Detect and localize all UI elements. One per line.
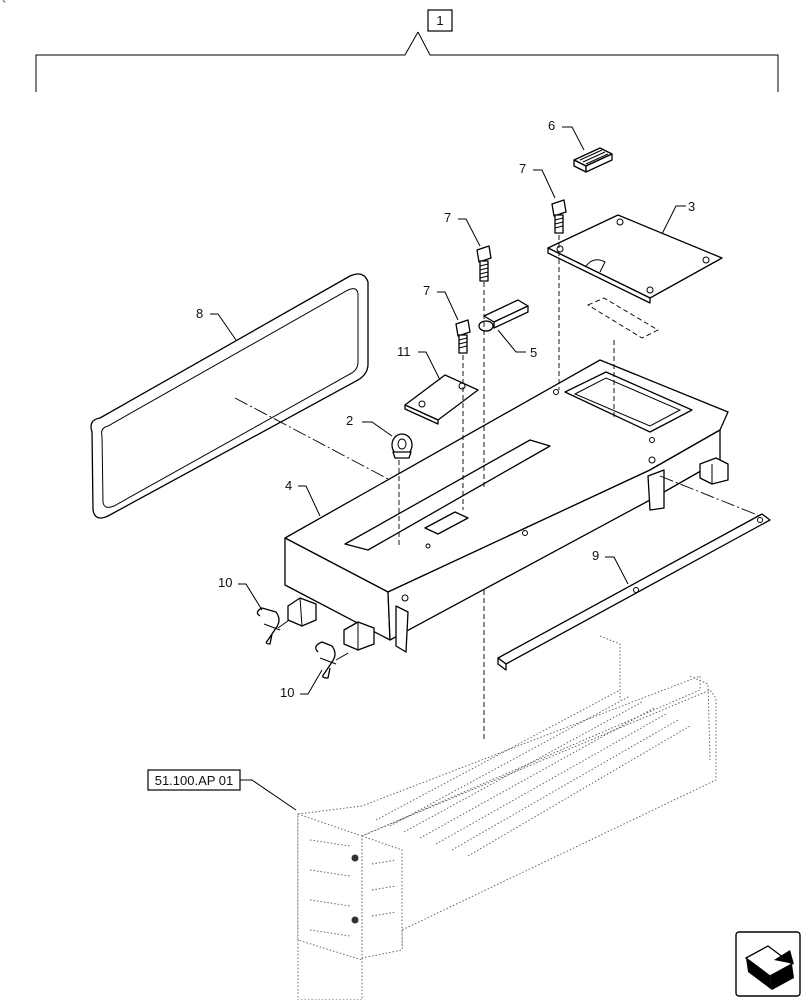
svg-text:2: 2 [346, 413, 353, 428]
heater-core-reference[interactable] [297, 635, 717, 1000]
reference-callout-box[interactable]: 51.100.AP 01 [147, 769, 241, 791]
gasket-part-8[interactable] [90, 273, 369, 519]
svg-text:7: 7 [519, 161, 526, 176]
svg-text:9: 9 [592, 548, 599, 563]
callout-7-left: 7 [423, 283, 459, 321]
callout-7-right: 7 [519, 161, 556, 199]
clip-part-5[interactable] [478, 299, 529, 332]
svg-text:7: 7 [444, 210, 451, 225]
bracket-part-11[interactable] [404, 374, 479, 425]
callout-7-middle: 7 [444, 210, 481, 247]
clip-part-10-upper[interactable] [256, 607, 281, 645]
eyebolt-part-2[interactable] [391, 433, 413, 459]
bar-part-9[interactable] [497, 513, 771, 671]
callout-5: 5 [497, 329, 537, 360]
clip-part-10-lower[interactable] [315, 641, 337, 679]
foot-block-lower[interactable] [343, 621, 375, 651]
foot-block-upper[interactable] [287, 597, 317, 627]
housing-part-4[interactable] [284, 359, 729, 653]
svg-text:3: 3 [688, 199, 695, 214]
grommet-part-6[interactable] [573, 147, 613, 173]
svg-text:8: 8 [196, 306, 203, 321]
callout-2: 2 [346, 413, 393, 437]
callout-10-lower: 10 [280, 669, 323, 700]
callout-4: 4 [285, 478, 321, 517]
svg-text:6: 6 [548, 118, 555, 133]
svg-text:10: 10 [280, 685, 294, 700]
screw-part-7-right[interactable] [551, 199, 567, 234]
svg-text:10: 10 [218, 575, 232, 590]
callout-9: 9 [592, 548, 629, 585]
reference-callout-label: 51.100.AP 01 [155, 773, 234, 788]
next-page-arrow-icon[interactable] [735, 931, 801, 997]
callout-11: 11 [397, 344, 441, 381]
corner-mark: ` [2, 0, 6, 13]
screw-part-7-middle[interactable] [476, 245, 492, 282]
svg-text:7: 7 [423, 283, 430, 298]
assembly-callout-label: 1 [436, 13, 443, 28]
callout-6: 6 [548, 118, 585, 151]
assembly-bracket [35, 31, 779, 92]
assembly-callout-box[interactable]: 1 [427, 9, 453, 32]
callout-10-upper: 10 [218, 575, 263, 611]
svg-text:4: 4 [285, 478, 292, 493]
callout-3: 3 [661, 199, 695, 235]
hidden-seal-strip [587, 297, 659, 339]
callout-8: 8 [196, 306, 237, 341]
foot-right[interactable] [699, 457, 729, 485]
svg-text:5: 5 [530, 345, 537, 360]
svg-text:11: 11 [397, 344, 411, 359]
cover-plate-part-3[interactable] [547, 214, 723, 304]
screw-part-7-left[interactable] [455, 319, 471, 354]
